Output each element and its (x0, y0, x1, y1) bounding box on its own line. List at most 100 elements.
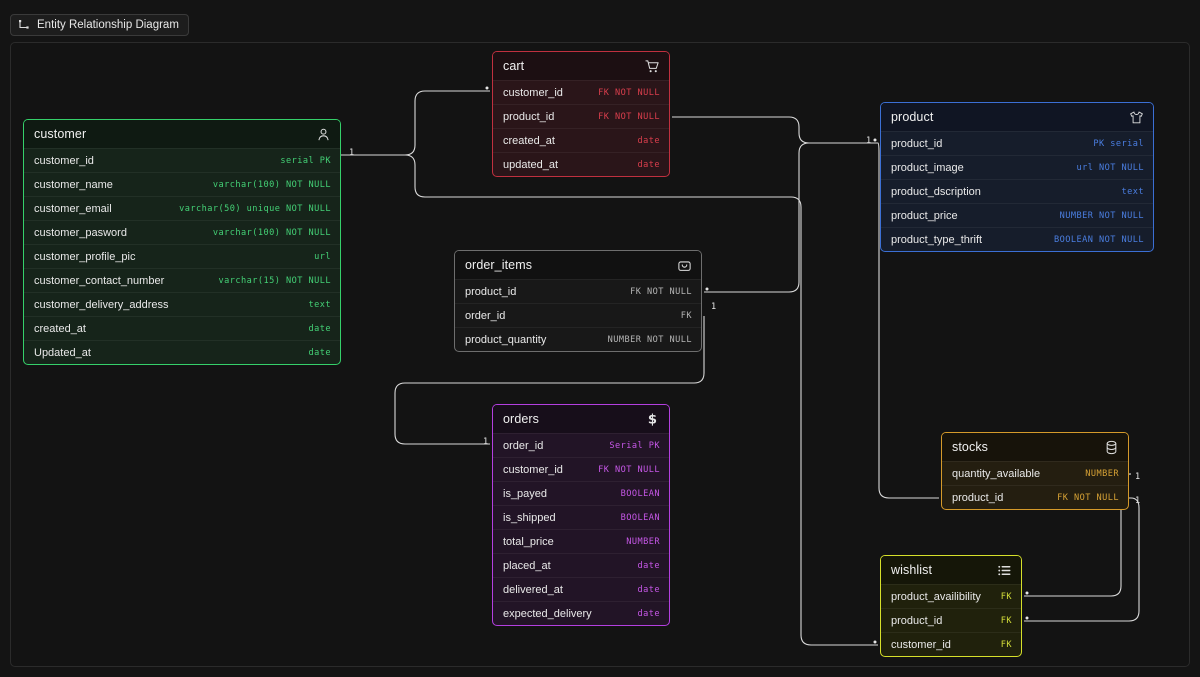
field-name: total_price (503, 535, 554, 548)
field-type: FK (1000, 615, 1012, 626)
field-type: date (637, 135, 660, 146)
entity-header-wishlist[interactable]: wishlist (881, 556, 1021, 584)
field-name: is_shipped (503, 511, 556, 524)
entity-field-row[interactable]: product_id FK (881, 608, 1021, 632)
field-type: FK NOT NULL (598, 111, 660, 122)
edge-cart-product (672, 116, 878, 144)
entity-table-customer[interactable]: customer customer_id serial PK customer_nam… (23, 119, 341, 365)
field-type: varchar(100) NOT NULL (212, 179, 331, 190)
entity-header-stocks[interactable]: stocks (942, 433, 1128, 461)
field-name: product_price (891, 209, 958, 222)
edge-customer-cart (341, 90, 490, 156)
edge-dot-wishlist-customer (873, 640, 877, 644)
entity-header-order_items[interactable]: order_items (455, 251, 701, 279)
field-type: BOOLEAN (620, 488, 660, 499)
field-name: product_id (465, 285, 517, 298)
field-type: NUMBER (1085, 468, 1119, 479)
field-type: date (308, 323, 331, 334)
field-name: product_quantity (465, 333, 547, 346)
field-name: customer_id (34, 154, 94, 167)
entity-field-row[interactable]: customer_id serial PK (24, 148, 340, 172)
diagram-title-chip[interactable]: Entity Relationship Diagram (10, 14, 189, 36)
field-name: customer_contact_number (34, 274, 165, 287)
field-name: customer_email (34, 202, 112, 215)
entity-header-customer[interactable]: customer (24, 120, 340, 148)
field-type: date (637, 560, 660, 571)
entity-header-product[interactable]: product (881, 103, 1153, 131)
field-name: order_id (465, 309, 506, 322)
database-icon (1104, 440, 1119, 455)
field-name: customer_id (891, 638, 951, 651)
field-name: expected_delivery (503, 607, 592, 620)
field-name: product_id (503, 110, 555, 123)
shopping-cart-icon (645, 59, 660, 74)
field-name: customer_pasword (34, 226, 127, 239)
entity-name-orders: orders (503, 412, 540, 426)
entity-field-row[interactable]: is_shipped BOOLEAN (493, 505, 669, 529)
field-type: url NOT NULL (1076, 162, 1144, 173)
entity-field-row[interactable]: product_id FK NOT NULL (493, 104, 669, 128)
field-name: product_id (891, 614, 943, 627)
edge-wishlist-stocks-pid (1024, 497, 1140, 622)
entity-field-row[interactable]: is_payed BOOLEAN (493, 481, 669, 505)
diagram-title-label: Entity Relationship Diagram (37, 19, 179, 31)
edge-label-1-customer: 1 (349, 148, 354, 158)
field-name: product_dscription (891, 185, 981, 198)
entity-header-cart[interactable]: cart (493, 52, 669, 80)
entity-field-row[interactable]: product_quantity NUMBER NOT NULL (455, 327, 701, 351)
field-name: product_type_thrift (891, 233, 983, 246)
field-type: FK NOT NULL (598, 464, 660, 475)
dollar-icon: $ (645, 412, 660, 427)
list-icon (997, 563, 1012, 578)
field-type: BOOLEAN (620, 512, 660, 523)
field-type: date (637, 159, 660, 170)
entity-name-product: product (891, 110, 934, 124)
entity-header-orders[interactable]: orders $ (493, 405, 669, 433)
field-name: customer_delivery_address (34, 298, 169, 311)
field-type: url (314, 251, 331, 262)
entity-name-customer: customer (34, 127, 87, 141)
field-type: NUMBER NOT NULL (607, 334, 692, 345)
field-type: serial PK (280, 155, 331, 166)
entity-name-order_items: order_items (465, 258, 533, 272)
entity-field-row[interactable]: customer_profile_pic url (24, 244, 340, 268)
field-name: customer_profile_pic (34, 250, 136, 263)
edge-dot-wishlist-pid (1025, 616, 1029, 620)
field-name: is_payed (503, 487, 548, 500)
